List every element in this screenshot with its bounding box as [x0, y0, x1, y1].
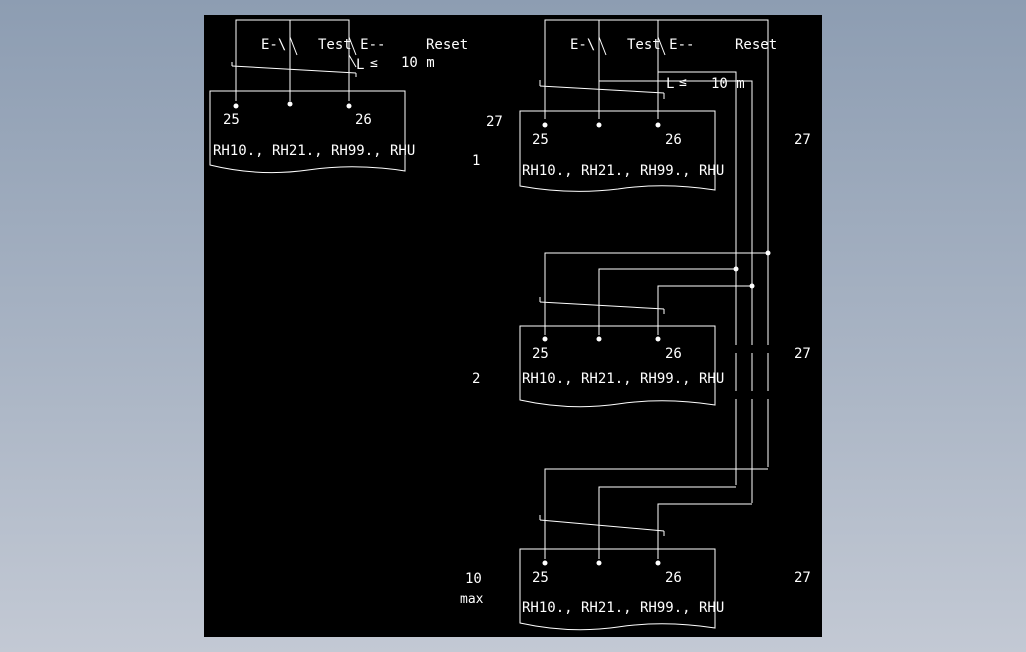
standalone-model-label: RH10., RH21., RH99., RHU — [213, 143, 415, 159]
less-equal-icon: ≤ — [679, 75, 687, 90]
unit-10-terminal-25: 25 — [532, 570, 549, 586]
unit-1-terminal-27: 27 — [794, 132, 811, 148]
terminal-mid-dot — [287, 101, 293, 107]
terminal-26-dot — [346, 103, 352, 109]
chain-unit-1: 25 26 RH10., RH21., RH99., RHU 1 27 — [472, 110, 811, 192]
chain-test-label: Test E-- — [627, 37, 694, 53]
chain-top-bus — [544, 19, 769, 467]
unit-2-terminal-25: 25 — [532, 346, 549, 362]
unit-2-housing — [519, 325, 716, 408]
standalone-actuator — [231, 65, 357, 74]
standalone-switch-e-label: E-\ — [261, 37, 286, 53]
unit-10-index-sub: max — [460, 592, 484, 607]
unit-2-model-label: RH10., RH21., RH99., RHU — [522, 371, 724, 387]
unit-1-housing — [519, 110, 716, 192]
standalone-switch-reset — [348, 54, 357, 68]
chain-length-value: 10 m — [711, 76, 745, 92]
standalone-unit: E-\ Test E-- Reset L ≤ 10 m 25 26 RH10.,… — [209, 19, 468, 174]
unit-1-model-label: RH10., RH21., RH99., RHU — [522, 163, 724, 179]
chain-switch-e — [598, 36, 607, 56]
standalone-reset-label: Reset — [426, 37, 468, 53]
chain-reset-label: Reset — [735, 37, 777, 53]
unit-10-terminal-27: 27 — [794, 570, 811, 586]
standalone-terminal-25: 25 — [223, 112, 240, 128]
standalone-terminal-26: 26 — [355, 112, 372, 128]
unit-2-terminal-26: 26 — [665, 346, 682, 362]
chain-unit-10: 25 26 RH10., RH21., RH99., RHU 10 max 27 — [460, 548, 811, 631]
unit-10-terminal-26: 26 — [665, 570, 682, 586]
unit-2-terminal-27: 27 — [794, 346, 811, 362]
unit-10-housing — [519, 548, 716, 631]
drawing-canvas: E-\ Test E-- Reset L ≤ 10 m 25 26 RH10.,… — [204, 15, 822, 637]
terminal-25-dot — [233, 103, 239, 109]
standalone-housing — [209, 90, 406, 174]
unit-1-terminal-25: 25 — [532, 132, 549, 148]
chain-actuator — [539, 85, 665, 94]
unit-10-index: 10 — [465, 571, 482, 587]
chain-wiring: E-\ Test E-- Reset L ≤ 10 m 27 — [486, 19, 777, 559]
chain-switch-e-label: E-\ — [570, 37, 595, 53]
unit-1-index: 1 — [472, 153, 480, 169]
chain-riser-b — [599, 80, 753, 503]
wiring-diagram: E-\ Test E-- Reset L ≤ 10 m 25 26 RH10.,… — [209, 19, 811, 631]
unit-10-model-label: RH10., RH21., RH99., RHU — [522, 600, 724, 616]
standalone-length-value: 10 m — [401, 55, 435, 71]
chain-riser-a — [657, 71, 737, 485]
chain-length-label: L — [666, 76, 674, 92]
standalone-length-label: L — [356, 57, 364, 73]
unit-1-terminal-26: 26 — [665, 132, 682, 148]
chain-switch-test — [657, 36, 666, 56]
standalone-test-label: Test E-- — [318, 37, 385, 53]
less-equal-icon: ≤ — [370, 56, 378, 71]
unit-2-index: 2 — [472, 371, 480, 387]
standalone-top-bus — [235, 19, 350, 101]
chain-top-27-marker: 27 — [486, 114, 503, 130]
standalone-switch-e — [289, 36, 298, 56]
standalone-switch-test — [348, 36, 357, 56]
chain-unit-2: 25 26 RH10., RH21., RH99., RHU 2 27 — [472, 325, 811, 408]
